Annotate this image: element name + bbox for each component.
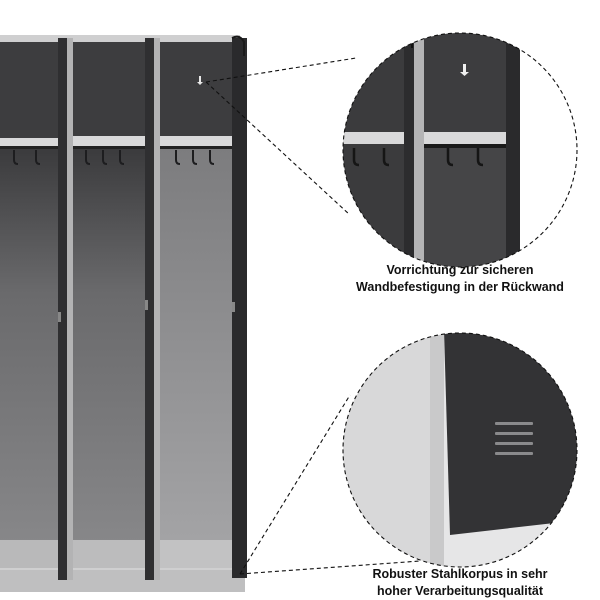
open-door-right — [232, 38, 247, 578]
cabinet-base — [0, 570, 245, 592]
coat-hooks — [175, 150, 215, 165]
locker-cabinet — [0, 35, 247, 592]
wall-mount-hole-icon — [197, 76, 203, 85]
caption-wall-mount: Vorrichtung zur sicheren Wandbefestigung… — [335, 262, 585, 296]
zoom-circle-steel-body — [342, 332, 578, 568]
ventilation-slots — [495, 422, 533, 455]
door-edge-2 — [145, 38, 154, 580]
caption-steel-body-line1: Robuster Stahlkorpus in sehr — [372, 567, 548, 581]
compartment-2 — [73, 42, 145, 568]
wall-mount-hole-icon — [463, 64, 466, 72]
door-edge-1 — [58, 38, 67, 580]
callout-connectors — [205, 57, 421, 575]
caption-steel-body-line2: hoher Verarbeitungsqualität — [376, 584, 543, 598]
compartment-3 — [160, 42, 232, 568]
zoom-circle-wall-mount — [342, 32, 578, 268]
coat-hooks — [85, 150, 125, 165]
caption-wall-mount-line2: Wandbefestigung in der Rückwand — [356, 280, 564, 294]
caption-steel-body: Robuster Stahlkorpus in sehr hoher Verar… — [340, 566, 580, 600]
compartment-1 — [0, 42, 58, 568]
caption-wall-mount-line1: Vorrichtung zur sicheren — [386, 263, 534, 277]
coat-hooks — [13, 150, 41, 165]
